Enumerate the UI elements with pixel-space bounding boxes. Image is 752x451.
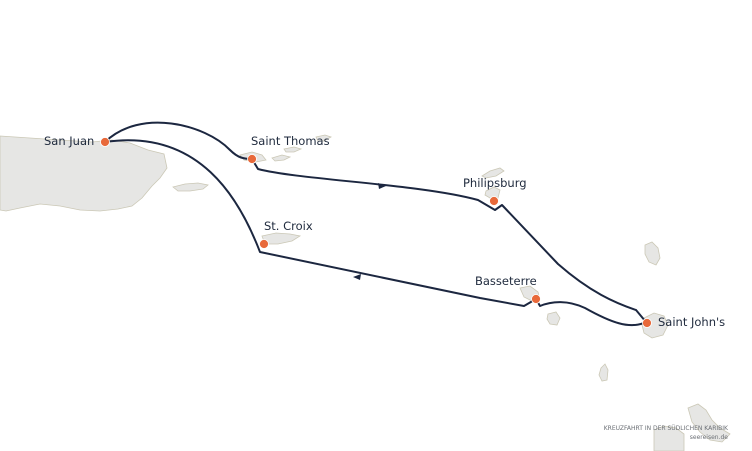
guadeloupe-west-island [653,425,685,451]
map-credit: KREUZFAHRT IN DER SÜDLICHEN KARIBIK seer… [604,424,728,442]
land-masses [0,134,731,451]
port-markers [100,137,652,328]
port-label-basseterre: Basseterre [475,274,537,288]
route-direction-arrow [353,274,361,280]
route-direction-arrow [378,183,386,189]
anguilla-island [481,167,505,179]
port-marker-saint-johns [642,318,652,328]
port-marker-basseterre [531,294,541,304]
barbuda-island [644,241,661,266]
port-marker-san-juan [100,137,110,147]
vieques-island [172,182,209,192]
port-marker-saint-thomas [247,154,257,164]
map-credit-site: seereisen.de [689,434,728,441]
cruise-route-line [104,121,647,327]
montserrat-island [598,363,609,382]
map-credit-title: KREUZFAHRT IN DER SÜDLICHEN KARIBIK [603,425,728,432]
port-label-saint-johns: Saint John's [658,315,726,329]
port-marker-st-croix [259,239,269,249]
port-label-san-juan: San Juan [44,134,95,148]
port-label-st-croix: St. Croix [264,219,313,233]
nevis-island [546,311,561,326]
guadeloupe-island [687,403,731,443]
port-label-philipsburg: Philipsburg [463,176,527,190]
saint-john-island [271,154,292,162]
tortola-island [283,146,303,153]
saint-martin-island [484,186,501,199]
port-marker-philipsburg [489,196,499,206]
virgin-gorda-island [315,134,332,142]
port-label-saint-thomas: Saint Thomas [251,134,330,148]
